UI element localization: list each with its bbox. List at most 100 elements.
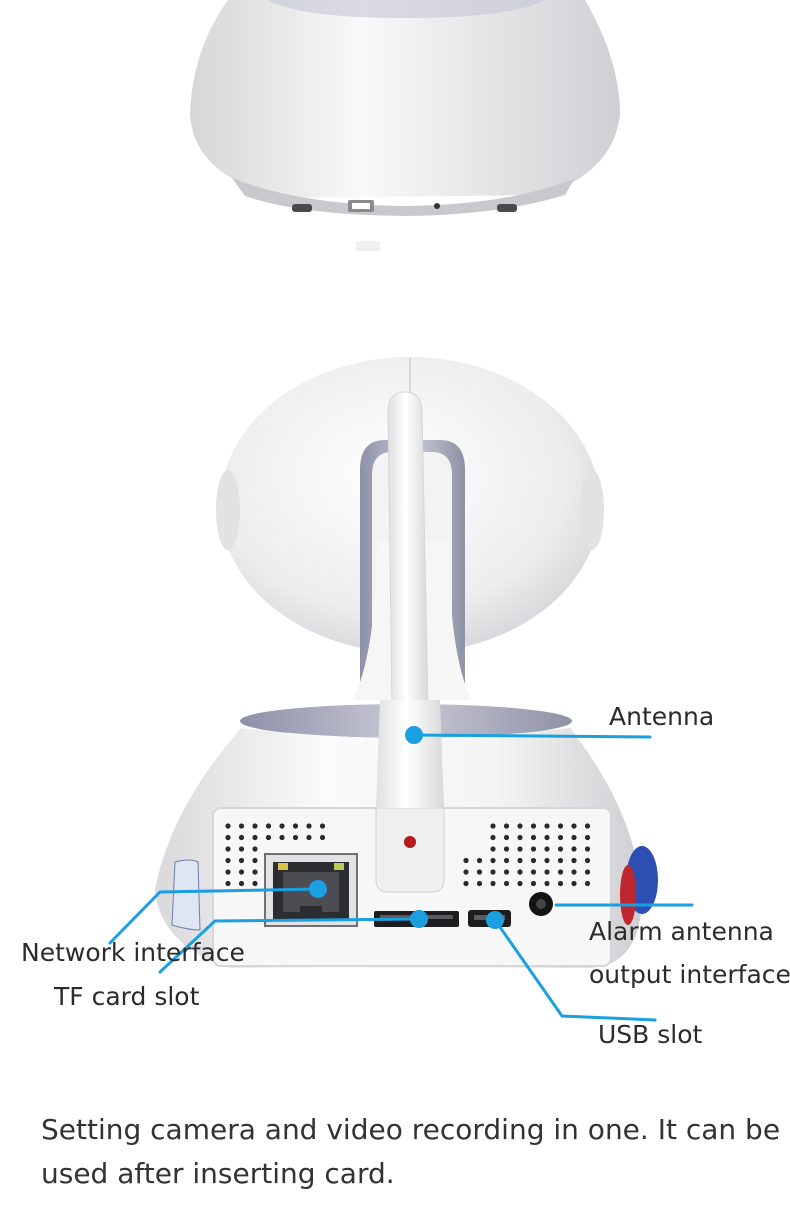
network-callout-line bbox=[108, 887, 320, 945]
caption-line-1: Setting camera and video recording in on… bbox=[41, 1113, 781, 1146]
vent-hole bbox=[571, 834, 577, 841]
vent-hole bbox=[503, 857, 510, 864]
vent-hole bbox=[584, 869, 591, 875]
vent-hole bbox=[503, 823, 510, 829]
vent-hole bbox=[530, 880, 537, 887]
vent-hole bbox=[225, 823, 231, 829]
vent-hole bbox=[557, 834, 564, 841]
vent-hole bbox=[557, 823, 564, 829]
vent-grille-right bbox=[463, 823, 591, 887]
vent-hole bbox=[584, 880, 591, 887]
callout-lines bbox=[108, 733, 694, 1022]
vent-hole bbox=[476, 857, 483, 864]
vent-hole bbox=[238, 880, 245, 887]
network-interface-label: Network interface bbox=[21, 938, 245, 967]
vent-hole bbox=[252, 823, 258, 829]
vent-hole bbox=[517, 857, 523, 864]
vent-hole bbox=[225, 857, 231, 864]
vent-hole bbox=[225, 869, 231, 875]
vent-hole bbox=[238, 834, 245, 841]
vent-hole bbox=[463, 857, 469, 864]
vent-hole bbox=[279, 834, 285, 841]
vent-hole bbox=[252, 834, 258, 841]
vent-hole bbox=[225, 880, 231, 887]
product-caption: Setting camera and video recording in on… bbox=[41, 1108, 781, 1196]
vent-hole bbox=[517, 869, 523, 875]
vent-hole bbox=[490, 834, 496, 841]
vent-hole bbox=[571, 846, 577, 852]
vent-hole bbox=[463, 869, 469, 875]
vent-hole bbox=[584, 846, 591, 852]
antenna-callout-dot bbox=[405, 726, 423, 744]
alarm-label-line-2: output interface bbox=[589, 960, 790, 989]
alarm-jack-icon bbox=[529, 892, 553, 916]
vent-hole bbox=[503, 834, 510, 841]
vent-hole bbox=[476, 869, 483, 875]
usb-callout-line bbox=[493, 918, 657, 1022]
vent-hole bbox=[517, 846, 523, 852]
vent-hole bbox=[490, 823, 496, 829]
vent-hole bbox=[252, 880, 258, 887]
vent-hole bbox=[503, 880, 510, 887]
callout-dots bbox=[309, 726, 504, 929]
vent-hole bbox=[292, 834, 299, 841]
vent-hole bbox=[238, 857, 245, 864]
vent-hole bbox=[238, 846, 245, 852]
antenna-icon bbox=[376, 391, 444, 808]
status-led-icon bbox=[404, 836, 416, 848]
vent-hole bbox=[238, 869, 245, 875]
vent-hole bbox=[544, 823, 550, 829]
vent-hole bbox=[265, 834, 272, 841]
tf-callout-dot bbox=[410, 910, 428, 928]
vent-hole bbox=[503, 869, 510, 875]
vent-hole bbox=[225, 846, 231, 852]
vent-hole bbox=[584, 823, 591, 829]
vent-hole bbox=[530, 823, 537, 829]
caption-line-2: used after inserting card. bbox=[41, 1157, 395, 1190]
vent-hole bbox=[557, 857, 564, 864]
usb-slot-label: USB slot bbox=[598, 1020, 703, 1049]
vent-hole bbox=[571, 880, 577, 887]
vent-hole bbox=[530, 846, 537, 852]
vent-hole bbox=[252, 846, 258, 852]
vent-hole bbox=[279, 823, 285, 829]
camera-rear-view bbox=[155, 357, 658, 968]
alarm-label-line-1: Alarm antenna bbox=[589, 917, 774, 946]
vent-hole bbox=[238, 823, 245, 829]
vent-hole bbox=[557, 846, 564, 852]
vent-hole bbox=[544, 869, 550, 875]
vent-hole bbox=[319, 834, 326, 841]
vent-hole bbox=[319, 823, 326, 829]
vent-hole bbox=[306, 823, 312, 829]
vent-hole bbox=[544, 857, 550, 864]
network-callout-dot bbox=[309, 880, 327, 898]
camera-top-view bbox=[190, 0, 620, 251]
tf-card-slot-label: TF card slot bbox=[54, 982, 200, 1011]
vent-grille-left bbox=[225, 823, 326, 887]
vent-hole bbox=[544, 846, 550, 852]
vent-hole bbox=[517, 834, 523, 841]
vent-hole bbox=[544, 880, 550, 887]
vent-hole bbox=[490, 869, 496, 875]
tf-callout-line bbox=[158, 917, 421, 974]
vent-hole bbox=[490, 880, 496, 887]
vent-hole bbox=[490, 846, 496, 852]
antenna-callout-line bbox=[412, 733, 652, 739]
vent-hole bbox=[571, 857, 577, 864]
vent-hole bbox=[530, 857, 537, 864]
vent-hole bbox=[252, 857, 258, 864]
vent-hole bbox=[265, 823, 272, 829]
vent-hole bbox=[306, 834, 312, 841]
usb-callout-dot bbox=[486, 911, 504, 929]
vent-hole bbox=[517, 823, 523, 829]
vent-hole bbox=[503, 846, 510, 852]
vent-hole bbox=[584, 834, 591, 841]
vent-hole bbox=[530, 869, 537, 875]
vent-hole bbox=[490, 857, 496, 864]
vent-hole bbox=[557, 880, 564, 887]
vent-hole bbox=[476, 880, 483, 887]
vent-hole bbox=[517, 880, 523, 887]
vent-hole bbox=[252, 869, 258, 875]
vent-hole bbox=[584, 857, 591, 864]
